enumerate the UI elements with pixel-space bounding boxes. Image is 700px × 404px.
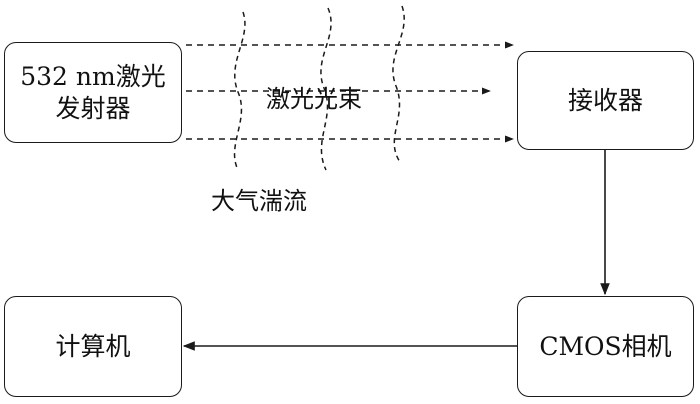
laser-transmitter-box: 532 nm激光 发射器	[4, 42, 182, 143]
turbulence-curve-1	[233, 11, 246, 171]
receiver-label: 接收器	[567, 85, 643, 115]
cmos-camera-box: CMOS相机	[517, 296, 694, 397]
turbulence-curve-2	[320, 7, 332, 171]
turbulence-curve-3	[392, 5, 405, 163]
laser-transmitter-label-line2: 发射器	[55, 93, 131, 123]
laser-transmitter-label-line1: 532 nm激光	[20, 61, 166, 91]
laser-beam-label: 激光光束	[266, 85, 362, 113]
computer-label: 计算机	[55, 331, 131, 361]
computer-box: 计算机	[4, 296, 182, 397]
turbulence-label: 大气湍流	[211, 187, 307, 215]
cmos-camera-label: CMOS相机	[539, 331, 672, 361]
receiver-box: 接收器	[517, 51, 694, 150]
